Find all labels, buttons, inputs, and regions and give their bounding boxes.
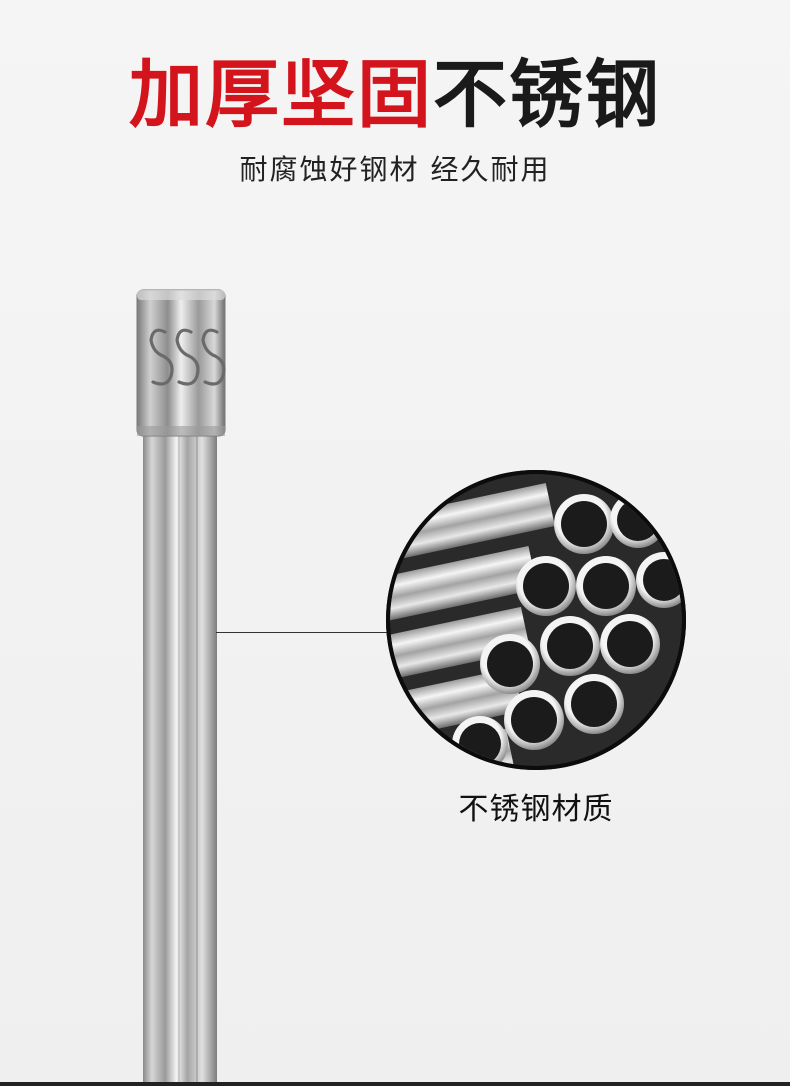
headline-black: 不锈钢 — [433, 52, 661, 138]
material-caption: 不锈钢材质 — [458, 792, 614, 827]
subtitle: 耐腐蚀好钢材 经久耐用 — [239, 153, 551, 186]
leader-line — [216, 632, 392, 633]
sss-emboss-icon — [149, 328, 226, 386]
headline-red: 加厚坚固 — [129, 52, 433, 138]
steel-rod-image — [136, 289, 226, 1086]
stainless-tubes-closeup-image — [386, 470, 686, 770]
bottom-divider — [0, 1082, 790, 1086]
headline: 加厚坚固不锈钢 — [0, 58, 790, 132]
